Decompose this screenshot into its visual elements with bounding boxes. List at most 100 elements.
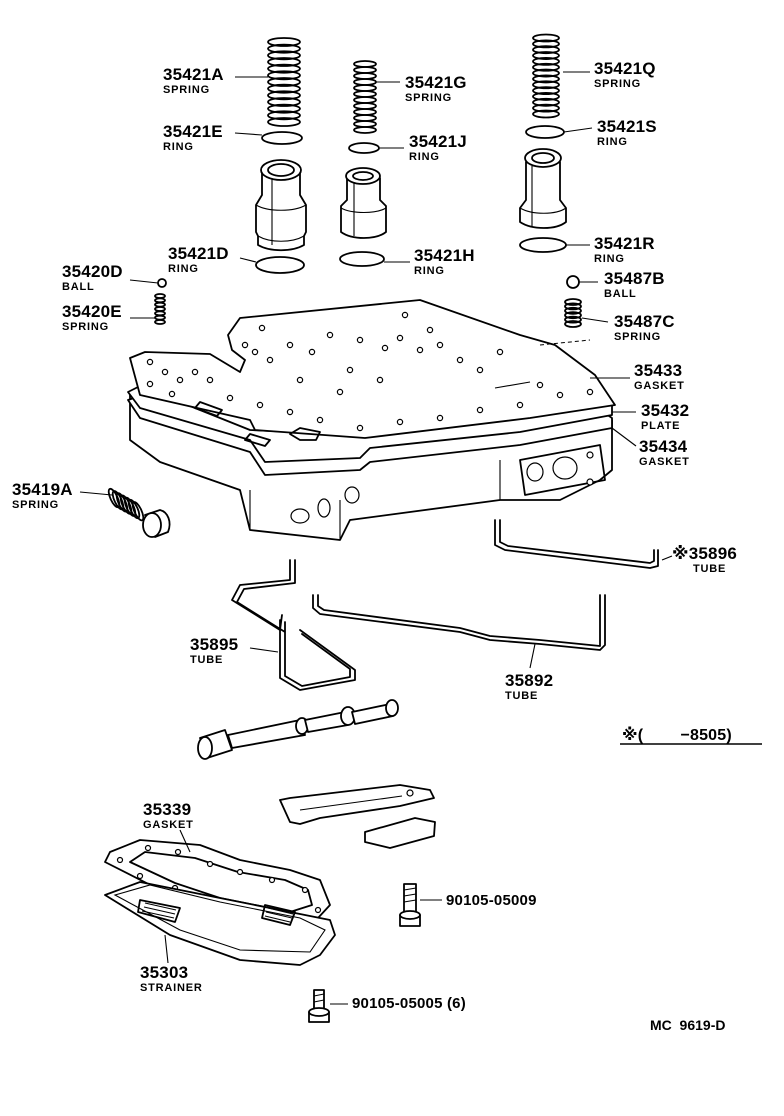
part-name: GASKET: [634, 380, 685, 392]
part-name: SPRING: [12, 499, 59, 511]
label-35339: 35339 GASKET: [143, 801, 194, 831]
spring-coil: [267, 117, 301, 127]
part-number: 35487B: [604, 269, 665, 288]
gasket-hole: [401, 311, 409, 319]
spring-coil: [532, 109, 560, 119]
gasket-hole: [496, 348, 504, 356]
spring-coil: [267, 90, 301, 101]
label-35896: ※35896 TUBE: [672, 545, 737, 575]
spring-coil: [564, 302, 582, 311]
part-name: GASKET: [143, 819, 194, 831]
part-number: 35421G: [405, 73, 467, 92]
part-number: 35421H: [414, 246, 475, 265]
label-35421d: 35421D RING: [168, 245, 229, 275]
gasket-hole: [336, 388, 344, 396]
spring-coil: [532, 68, 560, 78]
part-name: GASKET: [639, 456, 690, 468]
part-name: RING: [168, 263, 199, 275]
spring-coil: [154, 297, 166, 304]
gasket-hole: [251, 348, 259, 356]
label-35892: 35892 TUBE: [505, 672, 553, 702]
tube-35892: [312, 594, 606, 651]
spring-coil: [532, 62, 560, 72]
label-35420d: 35420D BALL: [62, 263, 123, 293]
gasket-hole: [516, 401, 524, 409]
spring-coil: [267, 50, 301, 61]
spring-coil: [267, 63, 301, 74]
spring-coil: [532, 39, 560, 49]
part-name: RING: [163, 141, 194, 153]
spring-coil: [564, 315, 582, 324]
spring-coil: [532, 80, 560, 90]
lock-plate: [364, 817, 436, 849]
gasket-hole: [316, 416, 324, 424]
spring-coil: [267, 97, 301, 107]
part-number: 35303: [140, 963, 189, 982]
gasket-hole: [258, 324, 266, 332]
gasket-hole: [286, 341, 294, 349]
part-name: SPRING: [62, 321, 109, 333]
gasket-hole: [426, 326, 434, 334]
spring-35420e: [154, 293, 166, 325]
manual-valve-rod: [197, 699, 399, 760]
spring-coil: [267, 83, 301, 94]
part-name: RING: [594, 253, 625, 265]
gasket-hole: [116, 856, 124, 864]
label-35421a: 35421A SPRING: [163, 66, 224, 96]
spring-coil: [154, 310, 166, 317]
spring-coil: [154, 314, 166, 321]
gasket-hole: [256, 401, 264, 409]
gasket-hole: [266, 356, 274, 364]
spring-coil: [154, 306, 166, 312]
part-number: 35421J: [409, 132, 467, 151]
label-35421e: 35421E RING: [163, 123, 223, 153]
gasket-hole: [168, 390, 176, 398]
part-name: SPRING: [163, 84, 210, 96]
part-number: 35420D: [62, 262, 123, 281]
spring-coil: [564, 311, 582, 320]
ring-35421d: [255, 256, 305, 274]
label-35419a: 35419A SPRING: [12, 481, 73, 511]
part-number: 35421D: [168, 244, 229, 263]
valve-body-assembly: [127, 299, 616, 541]
gasket-hole: [191, 368, 199, 376]
label-35421g: 35421G SPRING: [405, 74, 467, 104]
gasket-hole: [556, 391, 564, 399]
gasket-hole: [326, 331, 334, 339]
ring-35421j: [348, 142, 380, 154]
bolt-90105-05009: [399, 883, 421, 927]
label-35421s: 35421S RING: [597, 118, 657, 148]
part-number: ※35896: [672, 544, 737, 563]
detent-spring: [279, 784, 435, 825]
gasket-hole: [236, 868, 244, 876]
gasket-hole: [436, 414, 444, 422]
part-name: SPRING: [594, 78, 641, 90]
label-90105-05009: 90105-05009: [446, 893, 537, 909]
spring-coil: [532, 92, 560, 101]
spring-coil: [564, 298, 582, 306]
part-number: 35420E: [62, 302, 122, 321]
label-35487b: 35487B BALL: [604, 270, 665, 300]
gasket-hole: [476, 366, 484, 374]
label-35895: 35895 TUBE: [190, 636, 238, 666]
gasket-hole: [476, 406, 484, 414]
ring-35421h: [339, 251, 385, 267]
part-name: SPRING: [614, 331, 661, 343]
plug-35419a: [142, 509, 171, 538]
gasket-hole: [206, 376, 214, 384]
part-name: PLATE: [641, 420, 681, 432]
ball-35420d: [157, 278, 167, 288]
gasket-hole: [206, 860, 214, 868]
spring-coil: [532, 51, 560, 60]
sleeve-left: [255, 159, 307, 252]
part-name: TUBE: [505, 690, 539, 702]
part-number: 35421Q: [594, 59, 656, 78]
part-name: BALL: [604, 288, 637, 300]
gasket-hole: [456, 356, 464, 364]
gasket-hole: [346, 366, 354, 374]
label-35421j: 35421J RING: [409, 133, 467, 163]
gasket-hole: [396, 334, 404, 342]
label-35420e: 35420E SPRING: [62, 303, 122, 333]
spring-coil: [532, 86, 560, 96]
spring-coil: [532, 56, 560, 66]
